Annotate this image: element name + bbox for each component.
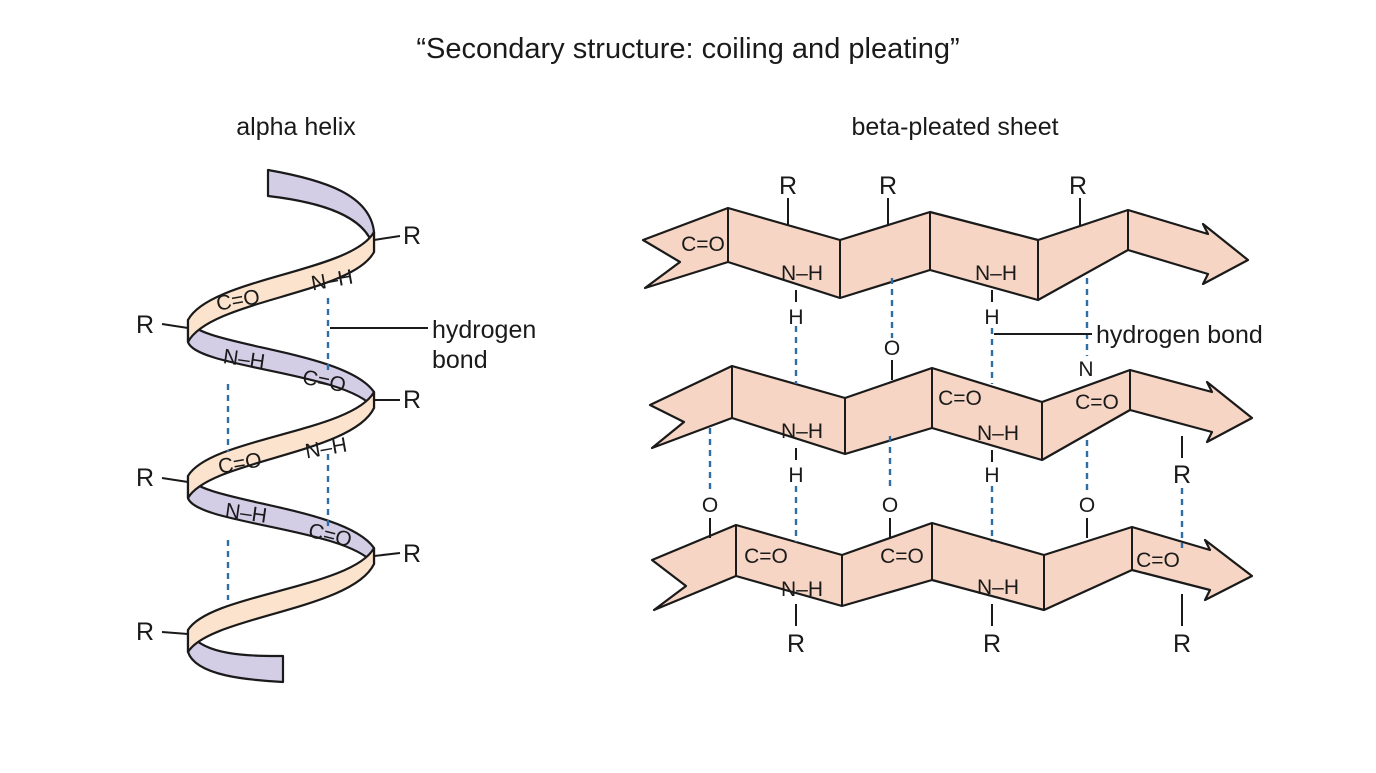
sheet-oxygen-label: O	[702, 494, 718, 517]
sheet-hydrogen-label: H	[984, 306, 999, 329]
sheet-amine-label: N–H	[781, 262, 823, 285]
helix-amine-label: N–H	[222, 345, 267, 374]
helix-r-tick-6	[161, 631, 189, 635]
helix-r-label: R	[403, 222, 421, 250]
sheet-r-label: R	[1069, 172, 1087, 200]
sheet-r-label: R	[1173, 461, 1191, 489]
beta-strand-3	[650, 521, 1254, 612]
sheet-carbonyl-label: C=O	[744, 545, 788, 568]
helix-r-label: R	[403, 386, 421, 414]
helix-front-band-1	[186, 230, 376, 344]
helix-amine-label: N–H	[224, 499, 269, 528]
helix-back-band-4	[186, 628, 285, 684]
helix-hydrogen-bond-label: hydrogen	[432, 316, 536, 344]
sheet-carbonyl-label: C=O	[1075, 391, 1119, 414]
helix-r-label: R	[403, 540, 421, 568]
helix-r-label: R	[136, 618, 154, 646]
sheet-r-label: R	[779, 172, 797, 200]
sheet-amine-label: N–H	[975, 262, 1017, 285]
beta-pleated-sheet: beta-pleated sheet	[641, 113, 1263, 658]
beta-strand-2	[648, 364, 1254, 462]
sheet-nitrogen-label: N	[1078, 358, 1093, 381]
sheet-oxygen-label: O	[882, 494, 898, 517]
helix-hydrogen-bond-label: bond	[432, 346, 488, 374]
helix-r-tick-4	[161, 477, 189, 483]
helix-carbonyl-label: C=O	[306, 519, 354, 552]
helix-r-tick-5	[373, 552, 401, 557]
helix-back-band-1	[266, 168, 376, 254]
sheet-oxygen-label: O	[884, 337, 900, 360]
sheet-r-label: R	[787, 630, 805, 658]
sheet-amine-label: N–H	[781, 420, 823, 443]
sheet-carbonyl-label: C=O	[681, 233, 725, 256]
beta-strand-1	[641, 206, 1250, 302]
alpha-helix-label: alpha helix	[236, 113, 356, 141]
sheet-r-label: R	[1173, 630, 1191, 658]
alpha-helix: alpha helix R R R R R R C=O N–H N–H C=O	[136, 113, 536, 684]
helix-r-label: R	[136, 464, 154, 492]
helix-back-band-2	[186, 318, 376, 410]
helix-front-band-2	[186, 390, 376, 500]
sheet-carbonyl-label: C=O	[938, 387, 982, 410]
sheet-hydrogen-label: H	[788, 464, 803, 487]
sheet-carbonyl-label: C=O	[1136, 549, 1180, 572]
helix-r-label: R	[136, 311, 154, 339]
sheet-amine-label: N–H	[977, 422, 1019, 445]
sheet-hydrogen-label: H	[788, 306, 803, 329]
sheet-oxygen-label: O	[1079, 494, 1095, 517]
sheet-amine-label: N–H	[977, 576, 1019, 599]
helix-r-tick-2	[161, 323, 189, 329]
helix-r-tick-1	[373, 235, 401, 241]
sheet-r-label: R	[879, 172, 897, 200]
sheet-hydrogen-bond-label: hydrogen bond	[1096, 321, 1263, 349]
sheet-carbonyl-label: C=O	[880, 545, 924, 568]
beta-sheet-label: beta-pleated sheet	[851, 113, 1058, 141]
helix-front-band-3	[186, 546, 376, 654]
sheet-amine-label: N–H	[781, 578, 823, 601]
helix-carbonyl-label: C=O	[215, 285, 262, 315]
diagram-title: “Secondary structure: coiling and pleati…	[416, 33, 959, 65]
sheet-r-label: R	[983, 630, 1001, 658]
sheet-hydrogen-label: H	[984, 464, 999, 487]
